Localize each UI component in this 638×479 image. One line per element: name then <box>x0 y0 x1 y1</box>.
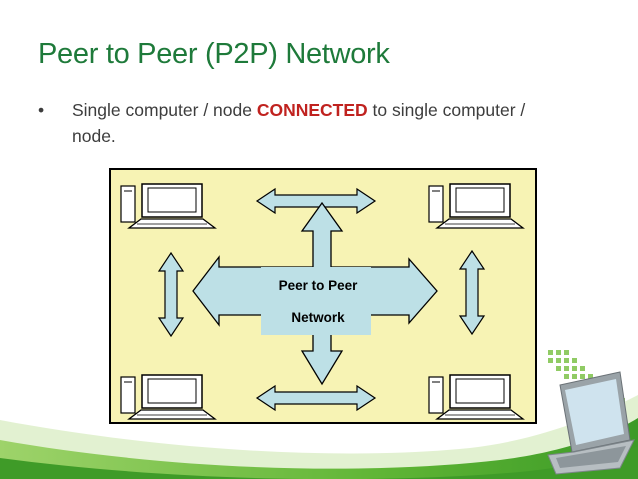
right-double-arrow-icon <box>458 249 486 336</box>
bottom-double-arrow-icon <box>255 384 377 412</box>
bullet-highlight: CONNECTED <box>256 100 368 120</box>
bullet-text-after: to single computer / node. <box>72 100 526 146</box>
computer-top-right-icon <box>428 183 524 229</box>
laptop-icon <box>547 371 635 475</box>
bullet-text-before: Single computer / node <box>72 100 257 120</box>
bullet-marker: • <box>38 100 45 120</box>
center-label-line2: Network <box>291 310 345 325</box>
slide-title: Peer to Peer (P2P) Network <box>38 38 390 70</box>
bullet-text: Single computer / node CONNECTED to sing… <box>38 97 538 149</box>
center-label-line1: Peer to Peer <box>278 278 358 293</box>
left-double-arrow-icon <box>157 251 185 338</box>
computer-top-left-icon <box>120 183 216 229</box>
center-label-box <box>261 267 371 335</box>
computer-bottom-left-icon <box>120 374 216 420</box>
top-double-arrow-icon <box>255 187 377 215</box>
bullet-point: • Single computer / node CONNECTED to si… <box>38 97 538 149</box>
p2p-diagram: Peer to Peer Network <box>109 168 537 424</box>
computer-bottom-right-icon <box>428 374 524 420</box>
diagram-canvas <box>120 183 524 420</box>
